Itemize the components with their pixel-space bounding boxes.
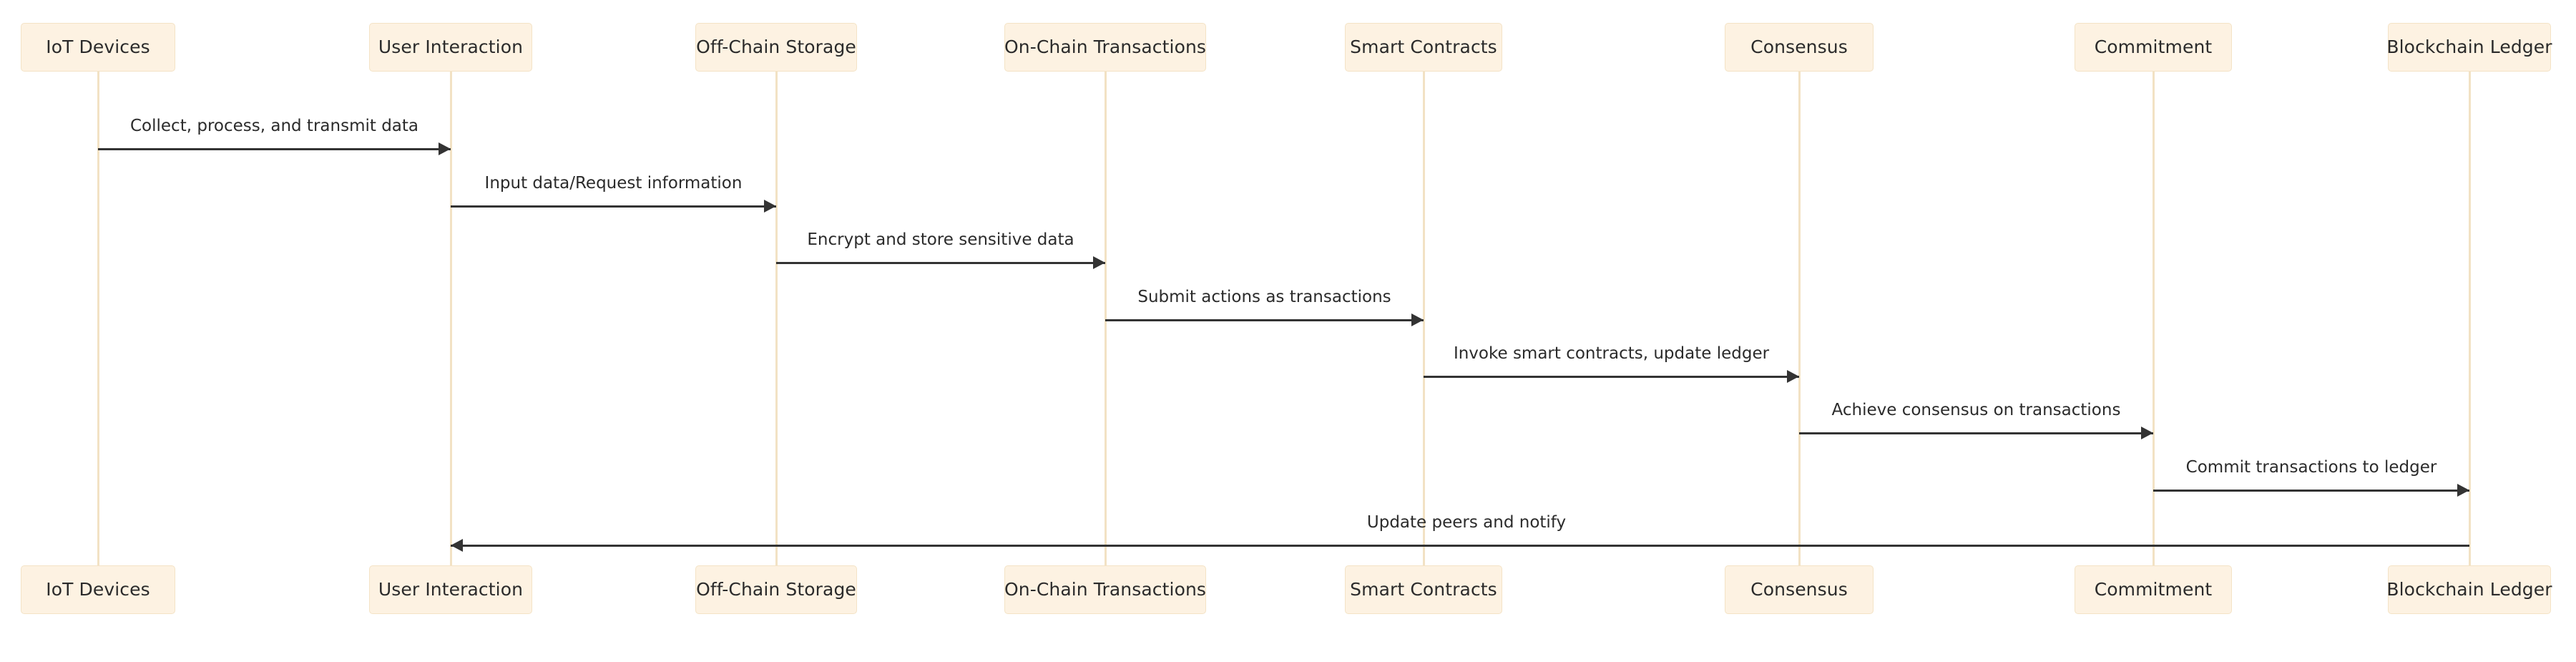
top-actor-consensus[interactable]: Consensus (1725, 23, 1874, 72)
bottom-actor-iot-devices[interactable]: IoT Devices (21, 565, 175, 614)
bottom-actor-on-chain-transactions[interactable]: On-Chain Transactions (1004, 565, 1206, 614)
lifeline-consensus (1798, 72, 1801, 565)
message-label-7: Commit transactions to ledger (2185, 458, 2437, 477)
top-actor-iot-devices[interactable]: IoT Devices (21, 23, 175, 72)
actor-label: Consensus (1750, 36, 1848, 57)
message-arrowhead-2 (764, 200, 776, 213)
lifeline-smart-contracts (1422, 72, 1425, 565)
message-label-5: Invoke smart contracts, update ledger (1453, 344, 1770, 363)
message-line-1 (98, 148, 451, 150)
actor-label: Commitment (2094, 36, 2213, 57)
actor-label: Off-Chain Storage (696, 36, 856, 57)
message-line-2 (451, 205, 776, 208)
actor-label: On-Chain Transactions (1004, 36, 1207, 57)
actor-label: Commitment (2094, 578, 2213, 600)
lifeline-blockchain-ledger (2468, 72, 2471, 565)
message-arrowhead-1 (439, 142, 451, 155)
actor-label: Smart Contracts (1350, 578, 1497, 600)
lifeline-commitment (2152, 72, 2155, 565)
top-actor-blockchain-ledger[interactable]: Blockchain Ledger (2386, 23, 2552, 72)
bottom-actor-smart-contracts[interactable]: Smart Contracts (1345, 565, 1502, 614)
message-line-4 (1105, 319, 1424, 321)
actor-label: User Interaction (378, 36, 524, 57)
message-line-3 (776, 262, 1105, 264)
bottom-actor-commitment[interactable]: Commitment (2075, 565, 2232, 614)
bottom-actor-user-interaction[interactable]: User Interaction (369, 565, 532, 614)
actor-label: IoT Devices (46, 578, 150, 600)
actor-label: Off-Chain Storage (696, 578, 856, 600)
message-arrowhead-4 (1411, 313, 1424, 326)
actor-label: Blockchain Ledger (2386, 578, 2552, 600)
message-line-6 (1799, 432, 2153, 434)
actor-label: User Interaction (378, 578, 524, 600)
lifeline-user-interaction (449, 72, 452, 565)
message-arrowhead-6 (2141, 427, 2153, 439)
actor-label: On-Chain Transactions (1004, 578, 1207, 600)
message-label-8: Update peers and notify (1366, 513, 1567, 532)
actor-label: Blockchain Ledger (2386, 36, 2552, 57)
message-line-7 (2153, 490, 2469, 492)
message-label-6: Achieve consensus on transactions (1831, 401, 2121, 419)
lifeline-iot-devices (97, 72, 99, 565)
message-arrowhead-3 (1093, 256, 1105, 269)
message-label-1: Collect, process, and transmit data (130, 117, 418, 135)
message-arrowhead-7 (2457, 484, 2469, 497)
message-label-2: Input data/Request information (484, 174, 743, 193)
lifeline-on-chain-transactions (1104, 72, 1107, 565)
actor-label: Smart Contracts (1350, 36, 1497, 57)
message-line-8 (451, 545, 2469, 547)
top-actor-user-interaction[interactable]: User Interaction (369, 23, 532, 72)
bottom-actor-off-chain-storage[interactable]: Off-Chain Storage (695, 565, 857, 614)
top-actor-smart-contracts[interactable]: Smart Contracts (1345, 23, 1502, 72)
message-line-5 (1424, 376, 1799, 378)
actor-label: Consensus (1750, 578, 1848, 600)
top-actor-commitment[interactable]: Commitment (2075, 23, 2232, 72)
bottom-actor-blockchain-ledger[interactable]: Blockchain Ledger (2386, 565, 2552, 614)
message-arrowhead-8 (451, 539, 463, 552)
top-actor-on-chain-transactions[interactable]: On-Chain Transactions (1004, 23, 1206, 72)
actor-label: IoT Devices (46, 36, 150, 57)
lifeline-off-chain-storage (775, 72, 778, 565)
message-label-3: Encrypt and store sensitive data (807, 230, 1074, 249)
top-actor-off-chain-storage[interactable]: Off-Chain Storage (695, 23, 857, 72)
message-arrowhead-5 (1787, 370, 1799, 383)
message-label-4: Submit actions as transactions (1137, 288, 1391, 306)
bottom-actor-consensus[interactable]: Consensus (1725, 565, 1874, 614)
